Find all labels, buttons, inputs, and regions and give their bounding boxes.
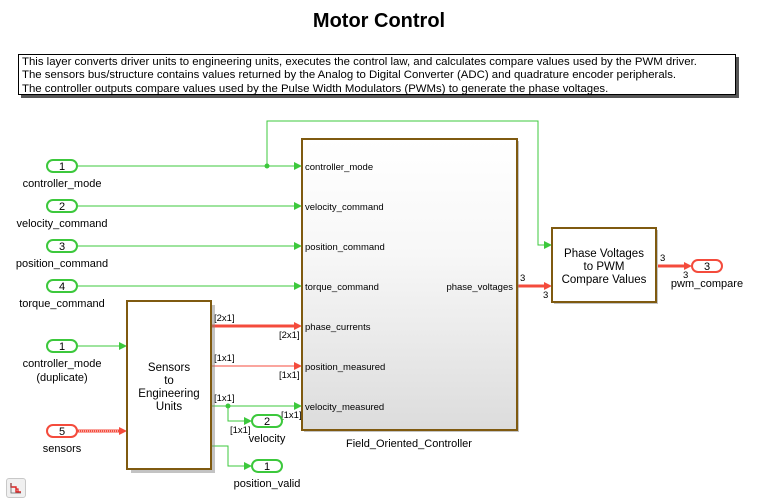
dim-label: [1x1] xyxy=(279,370,300,381)
signal-position-valid[interactable] xyxy=(212,445,252,470)
signal-velocity-measured[interactable] xyxy=(212,402,302,425)
port-label-position-measured: position_measured xyxy=(305,362,385,373)
port-name: velocity xyxy=(249,433,286,445)
dim-label: [1x1] xyxy=(214,353,235,364)
inport-controller-mode[interactable]: 1 controller_mode xyxy=(23,159,102,190)
description-line: This layer converts driver units to engi… xyxy=(22,56,697,68)
signal-position-command[interactable] xyxy=(77,242,302,250)
port-name: pwm_compare xyxy=(671,278,743,290)
branch-point xyxy=(225,403,231,409)
description-line: The controller outputs compare values us… xyxy=(22,82,609,95)
signal-velocity-command[interactable] xyxy=(77,202,302,210)
port-name: position_valid xyxy=(234,478,301,490)
port-label-phase-currents: phase_currents xyxy=(305,322,371,333)
signal-position-measured[interactable] xyxy=(212,362,302,370)
port-number: 3 xyxy=(704,261,710,273)
dim-label: 3 xyxy=(683,270,688,281)
description-annotation[interactable]: This layer converts driver units to engi… xyxy=(18,54,736,95)
dim-label: [2x1] xyxy=(279,330,300,341)
block-label-line: Phase Voltages xyxy=(564,248,644,260)
port-name: controller_mode xyxy=(23,358,102,370)
port-name-suffix: (duplicate) xyxy=(36,372,87,384)
port-name: torque_command xyxy=(19,298,105,310)
sample-time-legend-icon xyxy=(10,483,21,494)
block-label-line: Compare Values xyxy=(562,274,647,286)
block-label-line: to xyxy=(164,375,174,387)
outport-pwm-compare[interactable]: 3 pwm_compare xyxy=(671,259,743,290)
port-number: 1 xyxy=(59,161,65,173)
branch-point xyxy=(264,163,270,169)
block-field-oriented-controller[interactable]: controller_mode velocity_command positio… xyxy=(301,138,519,450)
block-name: Field_Oriented_Controller xyxy=(346,438,472,450)
block-label-line: Sensors xyxy=(148,362,190,374)
inport-controller-mode-duplicate[interactable]: 1 controller_mode (duplicate) xyxy=(23,339,102,384)
port-name: controller_mode xyxy=(23,178,102,190)
signal-sensors-bus[interactable] xyxy=(77,427,127,435)
port-label-controller-mode: controller_mode xyxy=(305,162,373,173)
signal-lines xyxy=(77,120,692,470)
port-label-phase-voltages: phase_voltages xyxy=(446,282,513,293)
signal-controller-mode[interactable] xyxy=(77,120,552,249)
port-number: 2 xyxy=(59,201,65,213)
port-label-velocity-measured: velocity_measured xyxy=(305,402,384,413)
port-label-velocity-command: velocity_command xyxy=(305,202,384,213)
inport-position-command[interactable]: 3 position_command xyxy=(16,239,108,270)
port-label-torque-command: torque_command xyxy=(305,282,379,293)
signal-torque-command[interactable] xyxy=(77,282,302,290)
port-number: 1 xyxy=(264,461,270,473)
port-number: 2 xyxy=(264,416,270,428)
port-number: 1 xyxy=(59,341,65,353)
dim-label: [2x1] xyxy=(214,313,235,324)
dim-label: 3 xyxy=(660,253,665,264)
block-label-line: Units xyxy=(156,401,182,413)
dim-label: [1x1] xyxy=(281,410,302,421)
description-line: The sensors bus/structure contains value… xyxy=(22,69,677,82)
dim-label: 3 xyxy=(520,273,525,284)
port-name: sensors xyxy=(43,443,82,455)
block-label-line: Engineering xyxy=(138,388,199,400)
block-phase-voltages-to-pwm[interactable]: Phase Voltages to PWM Compare Values xyxy=(551,227,658,304)
port-number: 5 xyxy=(59,426,65,438)
inport-torque-command[interactable]: 4 torque_command xyxy=(19,279,105,310)
outport-velocity[interactable]: 2 velocity xyxy=(249,414,286,445)
block-label-line: to PWM xyxy=(584,261,625,273)
dim-label: [1x1] xyxy=(214,393,235,404)
dim-label: [1x1] xyxy=(230,425,251,436)
model-title: Motor Control xyxy=(312,10,446,32)
signal-phase-currents[interactable] xyxy=(212,322,302,330)
port-name: position_command xyxy=(16,258,108,270)
port-name: velocity_command xyxy=(16,218,107,230)
port-label-position-command: position_command xyxy=(305,242,385,253)
signal-controller-mode-duplicate[interactable] xyxy=(77,342,127,350)
signal-phase-voltages[interactable] xyxy=(518,282,552,290)
sample-time-legend-button[interactable] xyxy=(6,478,26,498)
port-number: 3 xyxy=(59,241,65,253)
signal-pwm-compare[interactable] xyxy=(658,262,692,270)
signal-dimensions: [2x1] [2x1] [1x1] [1x1] [1x1] [1x1] [1x1… xyxy=(214,253,688,436)
inport-sensors[interactable]: 5 sensors xyxy=(43,424,82,455)
dim-label: 3 xyxy=(543,290,548,301)
inport-velocity-command[interactable]: 2 velocity_command xyxy=(16,199,108,230)
outport-position-valid[interactable]: 1 position_valid xyxy=(234,459,301,490)
port-number: 4 xyxy=(59,281,65,293)
block-sensors-to-engineering-units[interactable]: Sensors to Engineering Units xyxy=(126,300,215,473)
